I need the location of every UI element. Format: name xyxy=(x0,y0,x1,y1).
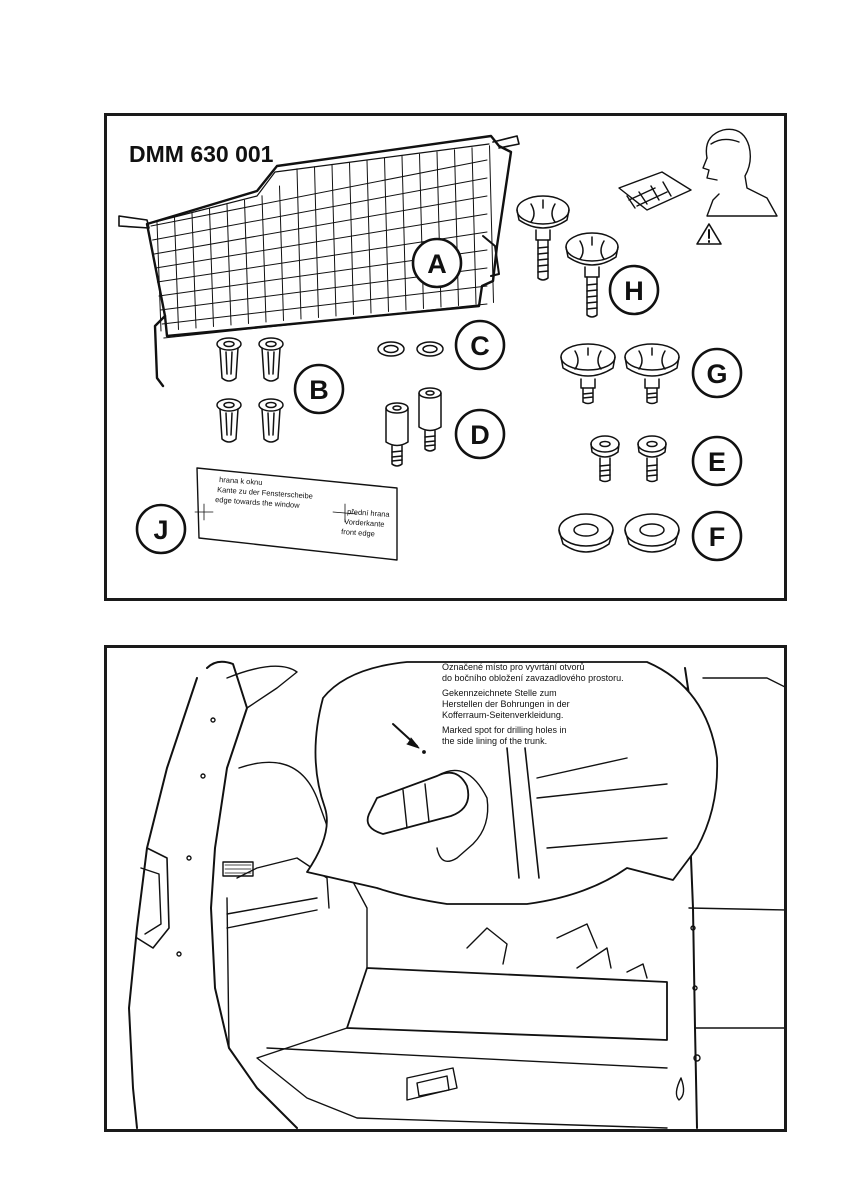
part-letter: B xyxy=(309,375,329,405)
template-front-cz: přední hrana xyxy=(347,507,391,519)
trunk-illustration: Označené místo pro vyvrtání otvorů do bo… xyxy=(128,660,784,1129)
note-en-line1: Marked spot for drilling holes in xyxy=(442,725,567,735)
magnified-detail-bubble xyxy=(306,661,719,905)
car-rear-left-body xyxy=(128,660,298,1129)
short-knob-bolts xyxy=(560,343,680,405)
washers xyxy=(377,341,444,357)
part-label-h: H xyxy=(608,264,660,316)
rubber-grommets xyxy=(558,513,680,553)
trunk-interior xyxy=(222,761,668,1129)
reading-manual-icon xyxy=(618,128,778,217)
small-bolts xyxy=(590,435,667,483)
note-cz-line2: do bočního obložení zavazadlového prosto… xyxy=(442,673,624,683)
part-letter: A xyxy=(427,249,447,279)
part-label-f: F xyxy=(691,510,743,562)
parts-illustration: DMM 630 001 xyxy=(118,128,778,562)
rivet-nuts xyxy=(216,337,284,443)
part-label-c: C xyxy=(454,319,506,371)
part-label-b: B xyxy=(293,363,345,415)
part-label-e: E xyxy=(691,435,743,487)
part-label-g: G xyxy=(691,347,743,399)
parts-overview-panel: DMM 630 001 xyxy=(104,113,787,601)
warning-icon xyxy=(696,223,722,245)
note-cz-line1: Označené místo pro vyvrtání otvorů xyxy=(442,662,585,672)
spacer-bolts xyxy=(385,387,442,467)
note-en-line2: the side lining of the trunk. xyxy=(442,736,547,746)
drilling-note: Označené místo pro vyvrtání otvorů do bo… xyxy=(442,662,624,746)
drilling-template-card: hrana k oknu Kante zu der Fensterscheibe… xyxy=(194,467,398,561)
note-de-line2: Herstellen der Bohrungen in der xyxy=(442,699,570,709)
part-letter: J xyxy=(153,515,168,545)
part-letter: D xyxy=(470,420,490,450)
note-de-line3: Kofferraum-Seitenverkleidung. xyxy=(442,710,563,720)
template-front-en: front edge xyxy=(341,527,375,538)
part-letter: G xyxy=(706,359,727,389)
part-label-d: D xyxy=(454,408,506,460)
template-text-cz: hrana k oknu xyxy=(219,475,263,487)
trunk-drilling-panel: Označené místo pro vyvrtání otvorů do bo… xyxy=(104,645,787,1132)
long-knob-bolts xyxy=(516,195,619,318)
part-label-j: J xyxy=(135,503,187,555)
part-label-a: A xyxy=(411,237,463,289)
part-letter-circles: A B C D E F G H J xyxy=(135,237,743,562)
part-letter: E xyxy=(708,447,726,477)
part-letter: H xyxy=(624,276,644,306)
product-code: DMM 630 001 xyxy=(129,141,274,167)
part-letter: C xyxy=(470,331,490,361)
part-letter: F xyxy=(709,522,726,552)
template-front-de: Vorderkante xyxy=(344,517,385,529)
note-de-line1: Gekennzeichnete Stelle zum xyxy=(442,688,557,698)
